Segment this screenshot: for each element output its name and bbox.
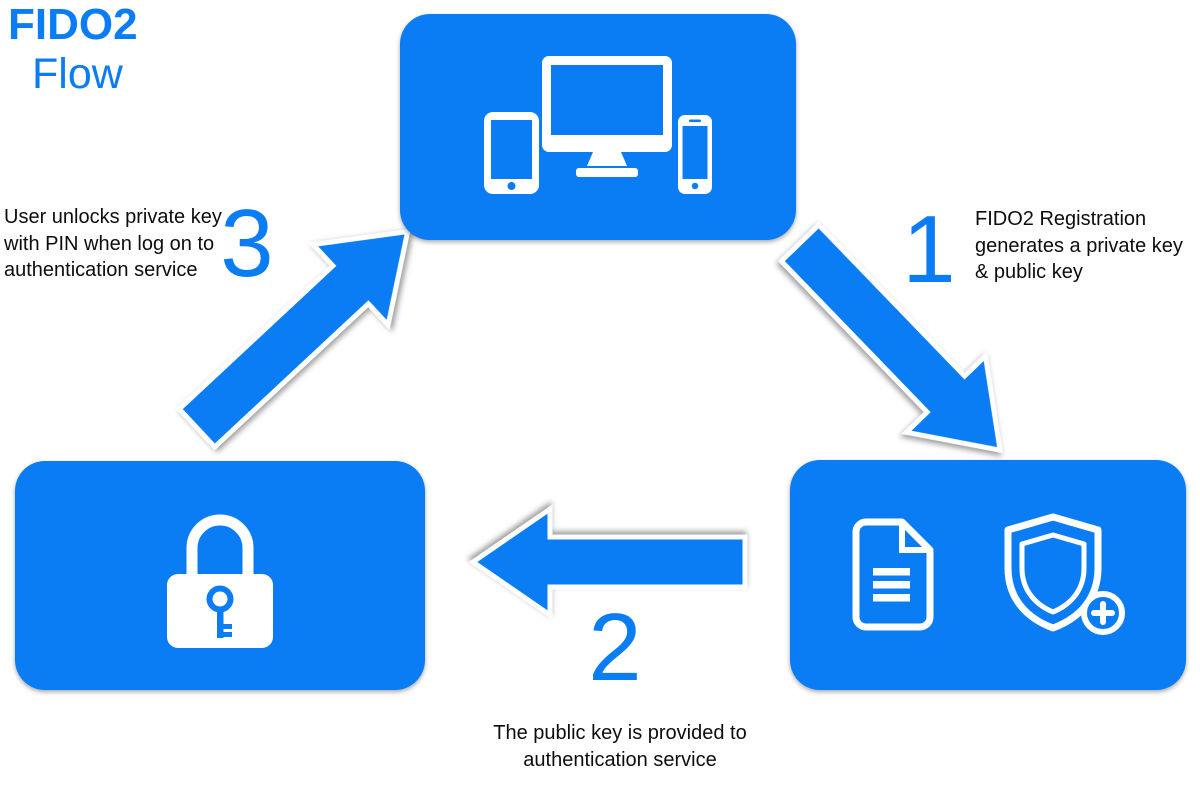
title-line-2: Flow: [32, 49, 123, 98]
document-icon: [852, 518, 934, 631]
node-user-devices: [400, 14, 796, 240]
shield-plus-icon: [1004, 513, 1125, 635]
step-3-number: 3: [220, 190, 274, 297]
padlock-key-icon: [167, 514, 273, 648]
step-1-number: 1: [902, 196, 956, 303]
devices-icon: [484, 56, 712, 194]
step-2-number: 2: [588, 594, 642, 701]
step-2-caption: The public key is provided to authentica…: [493, 722, 747, 771]
diagram-title: FIDO2 Flow: [8, 0, 138, 98]
step-1-caption: FIDO2 Registration generates a private k…: [975, 208, 1183, 284]
step-3-caption: User unlocks private key with PIN when l…: [4, 206, 222, 282]
node-private-key-lock: [15, 461, 425, 690]
title-line-1: FIDO2: [8, 0, 138, 49]
node-registration-keys: [790, 460, 1186, 690]
